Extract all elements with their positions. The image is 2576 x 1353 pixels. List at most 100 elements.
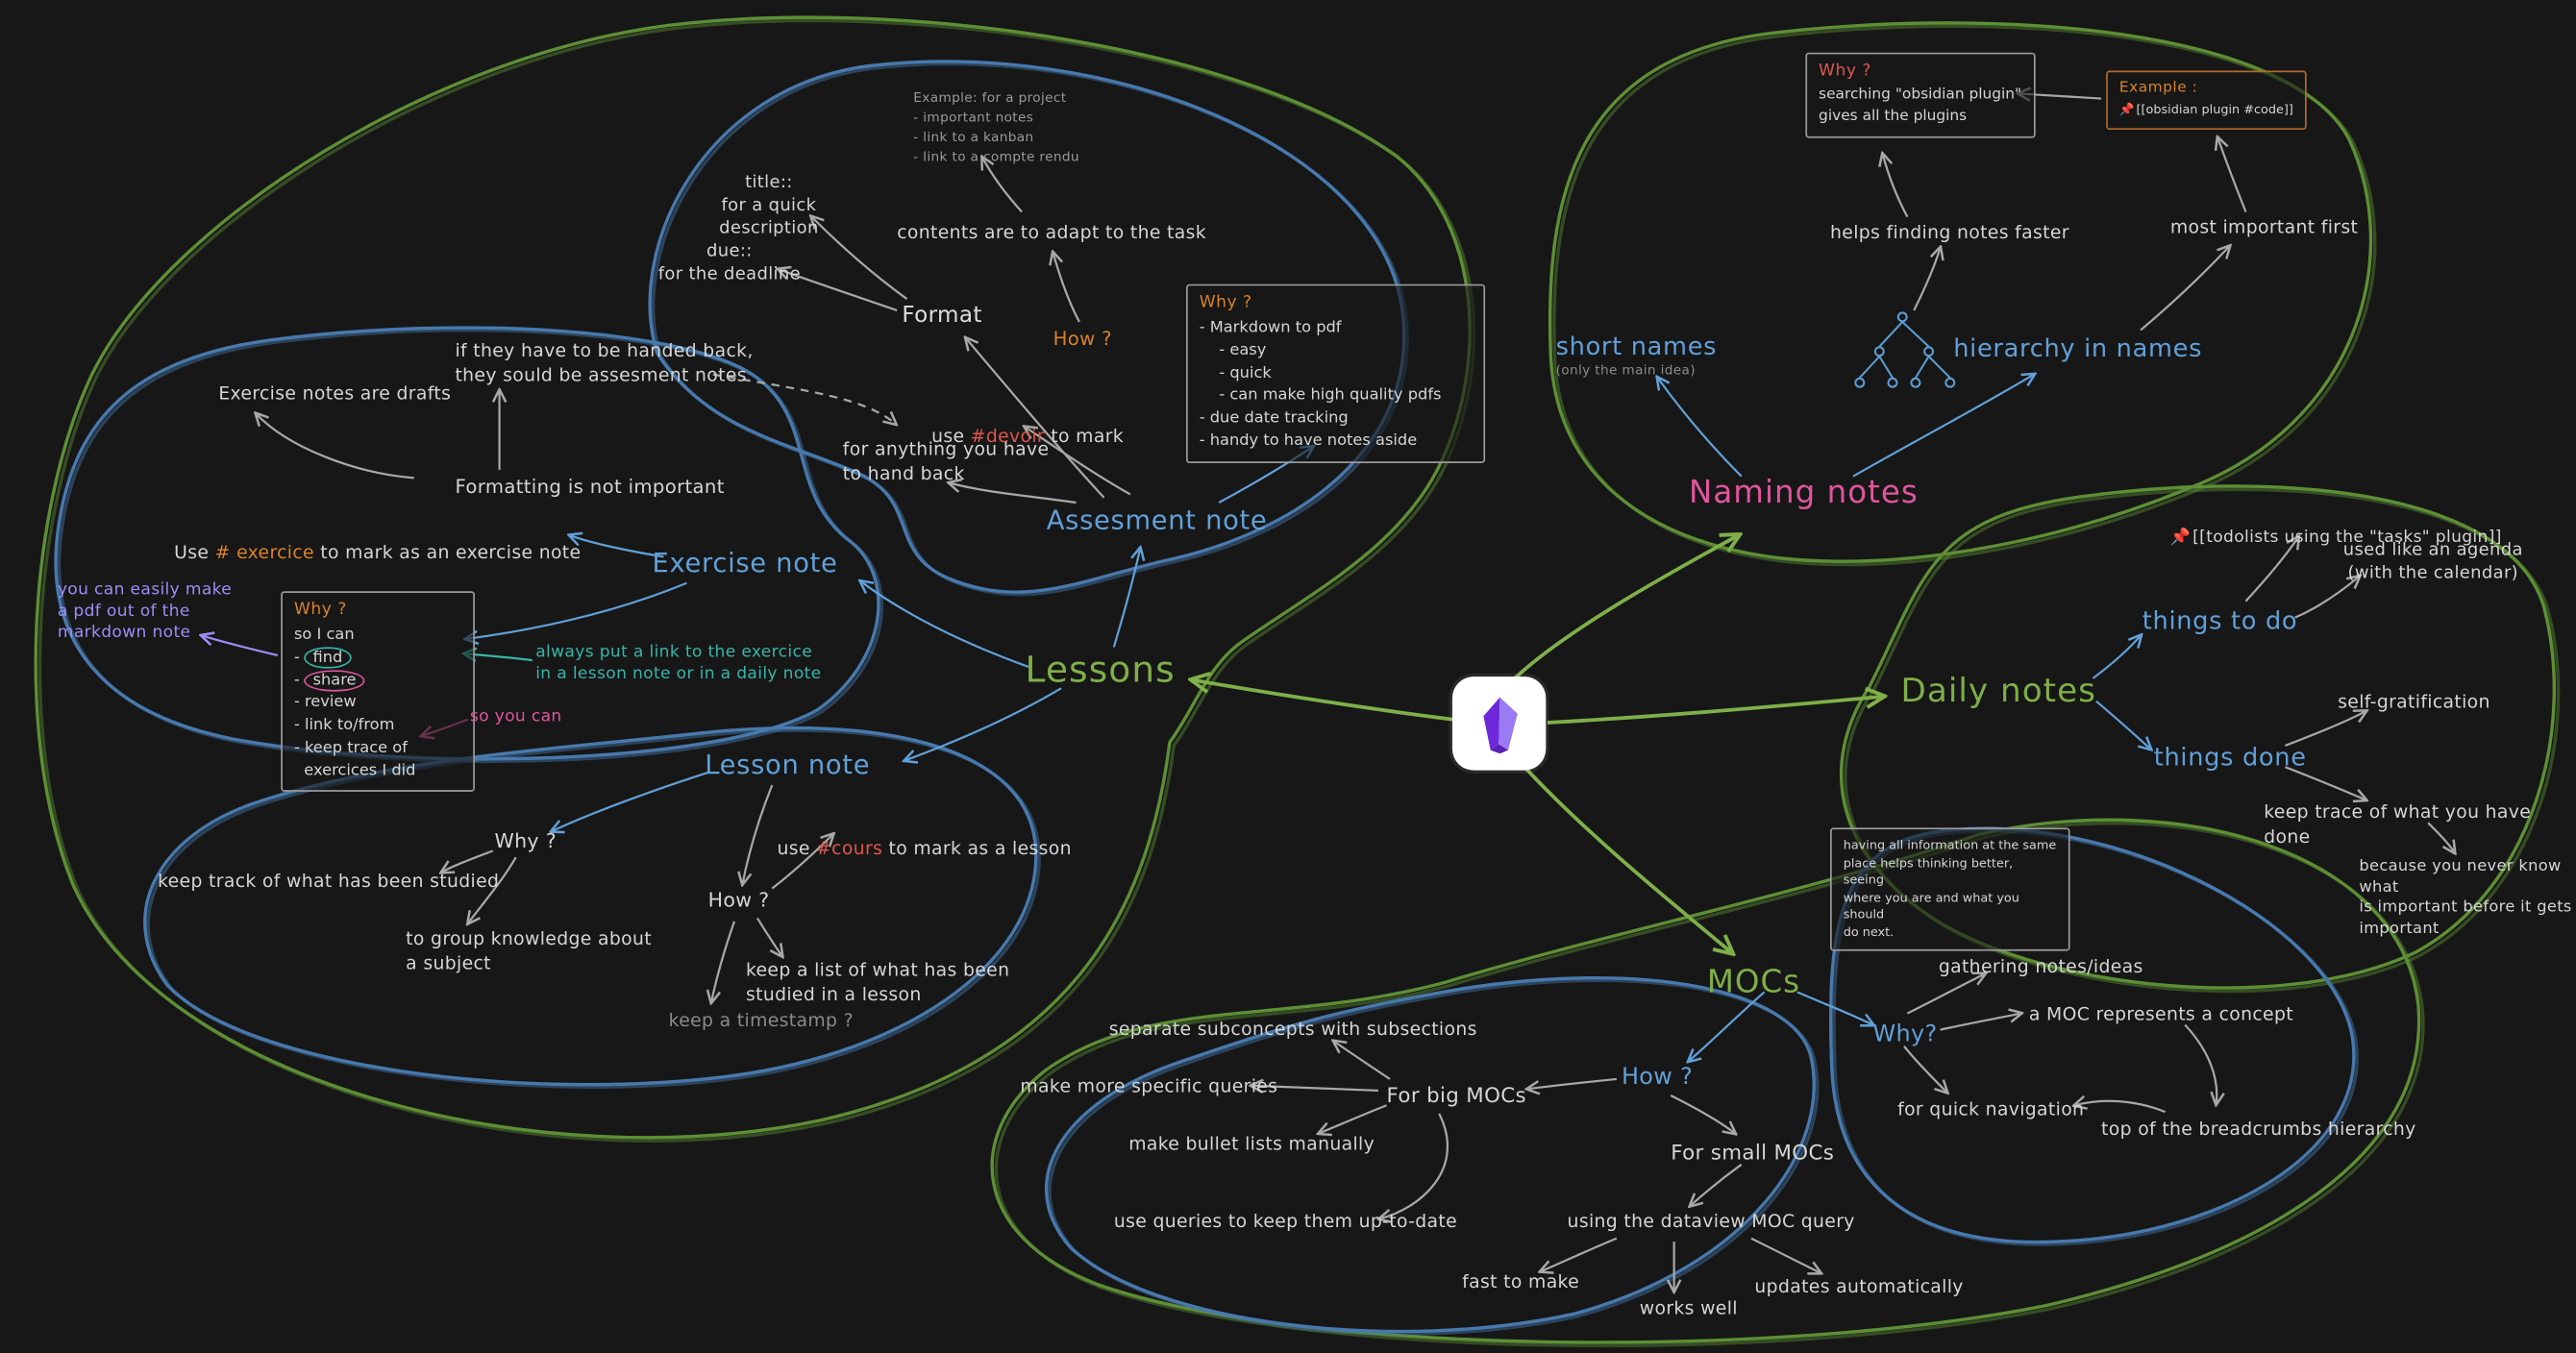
exercise-note-title[interactable]: Exercise note [652, 547, 838, 578]
mocs-how[interactable]: How ? [1621, 1064, 1694, 1091]
mocs-why-cluster-outline [1829, 826, 2359, 1246]
daily-todolists[interactable]: 📌[[todolists using the "tasks" plugin]] [2170, 505, 2502, 549]
mocs-note-box[interactable]: having all information at the same place… [1830, 827, 2070, 951]
mocs-note-text: having all information at the same place… [1843, 837, 2057, 939]
naming-most-important[interactable]: most important first [2169, 216, 2359, 238]
why-box-intro: so I can [293, 626, 355, 644]
mocs-concept[interactable]: a MOC represents a concept [2028, 1003, 2293, 1025]
branch-naming-notes[interactable]: Naming notes [1689, 474, 1919, 511]
gray-arrows [257, 93, 2455, 1291]
why-box-header: Why ? [1819, 62, 1871, 81]
why-box-header: Why ? [1199, 293, 1252, 312]
lesson-how[interactable]: How ? [707, 888, 770, 912]
lesson-keep-list[interactable]: keep a list of what has been studied in … [745, 959, 1010, 1005]
exercise-pdf-note[interactable]: you can easily make a pdf out of the mar… [57, 581, 233, 643]
mocs-for-small[interactable]: For small MOCs [1671, 1140, 1835, 1165]
mocs-use-queries[interactable]: use queries to keep them up-to-date [1113, 1210, 1458, 1232]
lesson-note-cluster-outline [143, 726, 1041, 1089]
lesson-why[interactable]: Why ? [494, 829, 557, 853]
mocs-separate-subconcepts[interactable]: separate subconcepts with subsections [1108, 1018, 1477, 1040]
assessment-hand-back[interactable]: for anything you have to hand back [842, 438, 1050, 484]
cours-tag: #cours [816, 836, 883, 859]
lessons-cluster-outline [34, 15, 1476, 1143]
why-item-keep-trace: - keep trace of exercices I did [293, 738, 416, 780]
use-tag-post: to mark as a lesson [882, 836, 1072, 859]
daily-cluster-outline [1839, 484, 2561, 994]
mocs-works-well[interactable]: works well [1639, 1297, 1738, 1319]
daily-agenda[interactable]: used like an agenda (with the calendar) [2342, 540, 2523, 583]
use-tag-post: to mark [1044, 424, 1125, 447]
mocs-fast-to-make[interactable]: fast to make [1462, 1270, 1580, 1293]
mocs-gathering[interactable]: gathering notes/ideas [1938, 955, 2143, 977]
mocs-dataview-query[interactable]: using the dataview MOC query [1567, 1210, 1855, 1232]
todolists-link-text: [[todolists using the "tasks" plugin]] [2192, 529, 2502, 548]
exercise-always-link[interactable]: always put a link to the exercice in a l… [535, 643, 822, 684]
naming-short-names-sub[interactable]: (only the main idea) [1555, 362, 1696, 379]
assessment-title-field[interactable]: title:: for a quick description [719, 172, 819, 238]
example-box-body: 📌[[obsidian plugin #code]] [2119, 102, 2293, 119]
devoir-tag: #devoir [970, 424, 1045, 447]
assessment-note-title[interactable]: Assesment note [1046, 504, 1268, 536]
why-item-share: - share [294, 669, 461, 693]
lesson-group-knowledge[interactable]: to group knowledge about a subject [406, 927, 652, 973]
circled-find: find [304, 647, 351, 669]
daily-things-to-do[interactable]: things to do [2142, 605, 2298, 636]
lesson-keep-track[interactable]: keep track of what has been studied [158, 870, 500, 893]
assessment-cluster-outline [648, 60, 1409, 597]
assessment-how[interactable]: How ? [1053, 327, 1112, 351]
lesson-keep-timestamp[interactable]: keep a timestamp ? [668, 1010, 854, 1032]
hierarchy-tree-icon [1854, 311, 1956, 388]
why-box-body: searching "obsidian plugin" gives all th… [1819, 86, 2022, 125]
mocs-for-big[interactable]: For big MOCs [1386, 1082, 1526, 1107]
lesson-use-tag[interactable]: use #cours to mark as a lesson [777, 813, 1071, 861]
assessment-use-tag[interactable]: use #devoir to mark [931, 401, 1124, 449]
circled-share: share [304, 669, 365, 692]
mocs-quick-navigation[interactable]: for quick navigation [1897, 1098, 2085, 1120]
naming-short-names[interactable]: short names [1555, 332, 1718, 362]
naming-hierarchy[interactable]: hierarchy in names [1953, 332, 2203, 363]
naming-example-box[interactable]: Example : 📌[[obsidian plugin #code]] [2106, 70, 2307, 130]
mocs-specific-queries[interactable]: make more specific queries [1020, 1075, 1278, 1097]
daily-things-done[interactable]: things done [2153, 742, 2307, 773]
why-box-body: - Markdown to pdf - easy - quick - can m… [1199, 318, 1442, 451]
branch-mocs[interactable]: MOCs [1706, 964, 1801, 1000]
daily-because[interactable]: because you never know what is important… [2359, 857, 2572, 938]
mocs-why[interactable]: Why? [1872, 1021, 1938, 1048]
exercise-use-tag[interactable]: Use # exercice to mark as an exercise no… [174, 517, 581, 565]
exercise-so-you-can[interactable]: so you can [469, 707, 562, 726]
naming-why-box[interactable]: Why ? searching "obsidian plugin" gives … [1805, 52, 2036, 138]
assessment-example-note[interactable]: Example: for a project - important notes… [913, 90, 1079, 164]
exercise-handed-back[interactable]: if they have to be handed back, they sou… [455, 339, 754, 385]
exercise-formatting[interactable]: Formatting is not important [455, 474, 725, 498]
assessment-due-field[interactable]: due:: for the deadline [657, 241, 801, 284]
obsidian-gem-icon [1482, 696, 1517, 753]
obsidian-logo[interactable] [1451, 676, 1547, 771]
daily-self-gratification[interactable]: self-gratification [2338, 691, 2490, 713]
blue-arrows [466, 375, 2150, 1061]
mocs-breadcrumbs[interactable]: top of the breadcrumbs hierarchy [2101, 1118, 2416, 1141]
center-connectors [1193, 535, 1883, 952]
why-box-header: Why ? [293, 601, 347, 620]
mocs-updates-automatically[interactable]: updates automatically [1754, 1276, 1964, 1298]
example-box-header: Example : [2118, 80, 2198, 97]
exercise-why-box[interactable]: Why ? so I can - find - share - review -… [281, 591, 475, 793]
use-tag-pre: use [777, 836, 817, 859]
lesson-note-title[interactable]: Lesson note [705, 749, 871, 780]
why-item-link: - link to/from [293, 716, 395, 735]
assessment-why-box[interactable]: Why ? - Markdown to pdf - easy - quick -… [1186, 283, 1486, 463]
example-link-text: [[obsidian plugin #code]] [2136, 101, 2293, 117]
naming-helps-finding[interactable]: helps finding notes faster [1830, 221, 2069, 243]
mocs-bullet-lists[interactable]: make bullet lists manually [1128, 1133, 1375, 1155]
branch-lessons[interactable]: Lessons [1025, 650, 1176, 692]
assessment-format[interactable]: Format [902, 302, 982, 329]
exercise-drafts[interactable]: Exercise notes are drafts [218, 382, 452, 405]
pin-icon: 📌 [2169, 529, 2192, 548]
assessment-contents[interactable]: contents are to adapt to the task [897, 221, 1207, 243]
branch-daily-notes[interactable]: Daily notes [1900, 670, 2096, 710]
why-item-review: - review [293, 693, 357, 712]
daily-keep-trace[interactable]: keep trace of what you have done [2264, 801, 2532, 848]
mocs-how-cluster-outline [1045, 976, 1820, 1336]
